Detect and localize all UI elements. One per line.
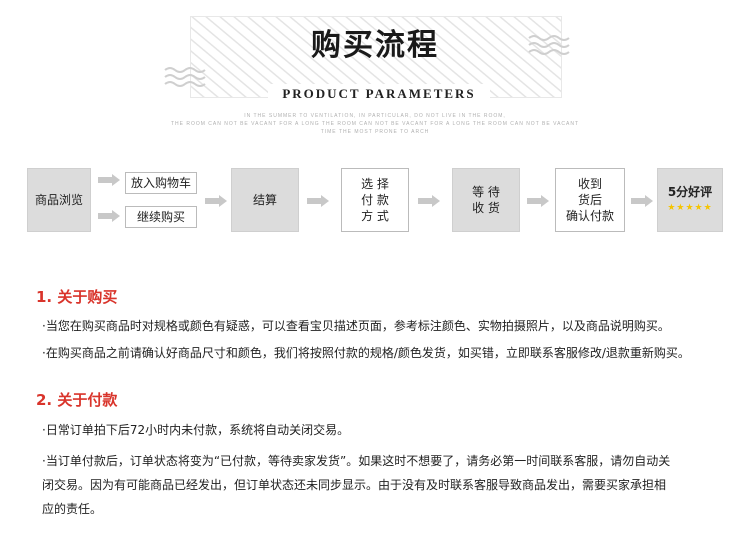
purchase-flow: 商品浏览 放入购物车 继续购买 结算 选 择 付 款 方 式 等 待 收 货 收…: [0, 164, 750, 244]
step-confirm-line: 货后: [577, 193, 602, 207]
step-browse-label: 商品浏览: [34, 193, 83, 207]
arrow-right-icon: [631, 195, 653, 207]
step-checkout-label: 结算: [252, 193, 277, 207]
step-pay-method-line: 选 择: [361, 177, 389, 191]
step-confirm-line: 确认付款: [565, 209, 614, 223]
step-wait-delivery: 等 待 收 货: [452, 168, 520, 232]
step-wait-line: 收 货: [472, 201, 500, 215]
tiny-text-line: THE ROOM CAN NOT BE VACANT FOR A LONG TH…: [170, 121, 580, 127]
step-add-cart-label: 放入购物车: [130, 176, 191, 190]
step-pay-method-line: 付 款: [361, 193, 389, 207]
tiny-text-line: IN THE SUMMER TO VENTILATION, IN PARTICU…: [244, 113, 506, 119]
step-confirm-line: 收到: [577, 177, 602, 191]
step-wait-line: 等 待: [472, 185, 500, 199]
step-review-label: 5分好评: [667, 185, 713, 199]
paragraph: 闭交易。因为有可能商品已经发出，但订单状态还未同步显示。由于没有及时联系客服导致…: [42, 478, 667, 492]
step-continue-buy-label: 继续购买: [136, 210, 185, 224]
arrow-right-icon: [98, 174, 120, 186]
section-title-purchase: 1. 关于购买: [36, 288, 118, 306]
paragraph: ·当订单付款后，订单状态将变为“已付款，等待卖家发货”。如果这时不想要了，请务必…: [42, 454, 671, 468]
tiny-text-line: TIME THE MOST PRONE TO ARCH: [320, 129, 430, 135]
star-rating-icon: ★★★★★: [667, 203, 713, 213]
step-add-cart: 放入购物车: [125, 172, 197, 194]
paragraph: 应的责任。: [42, 502, 103, 516]
section-title-payment: 2. 关于付款: [36, 391, 118, 409]
arrow-right-icon: [527, 195, 549, 207]
step-pay-method-line: 方 式: [361, 209, 389, 223]
wave-right-icon: [528, 35, 570, 55]
step-review: 5分好评 ★★★★★: [657, 168, 723, 232]
paragraph: ·在购买商品之前请确认好商品尺寸和颜色，我们将按照付款的规格/颜色发货，如买错，…: [42, 346, 690, 360]
step-confirm-payment: 收到 货后 确认付款: [555, 168, 625, 232]
page-subtitle: PRODUCT PARAMETERS: [268, 84, 490, 104]
arrow-right-icon: [418, 195, 440, 207]
page-title: 购买流程: [311, 28, 439, 63]
step-continue-buy: 继续购买: [125, 206, 197, 228]
step-browse: 商品浏览: [27, 168, 91, 232]
arrow-right-icon: [205, 195, 227, 207]
arrow-right-icon: [307, 195, 329, 207]
paragraph: ·当您在购买商品时对规格或颜色有疑惑，可以查看宝贝描述页面，参考标注颜色、实物拍…: [42, 319, 670, 333]
step-pay-method: 选 择 付 款 方 式: [341, 168, 409, 232]
wave-left-icon: [164, 67, 206, 87]
paragraph: ·日常订单拍下后72小时内未付款，系统将自动关闭交易。: [42, 423, 350, 437]
arrow-right-icon: [98, 210, 120, 222]
step-checkout: 结算: [231, 168, 299, 232]
